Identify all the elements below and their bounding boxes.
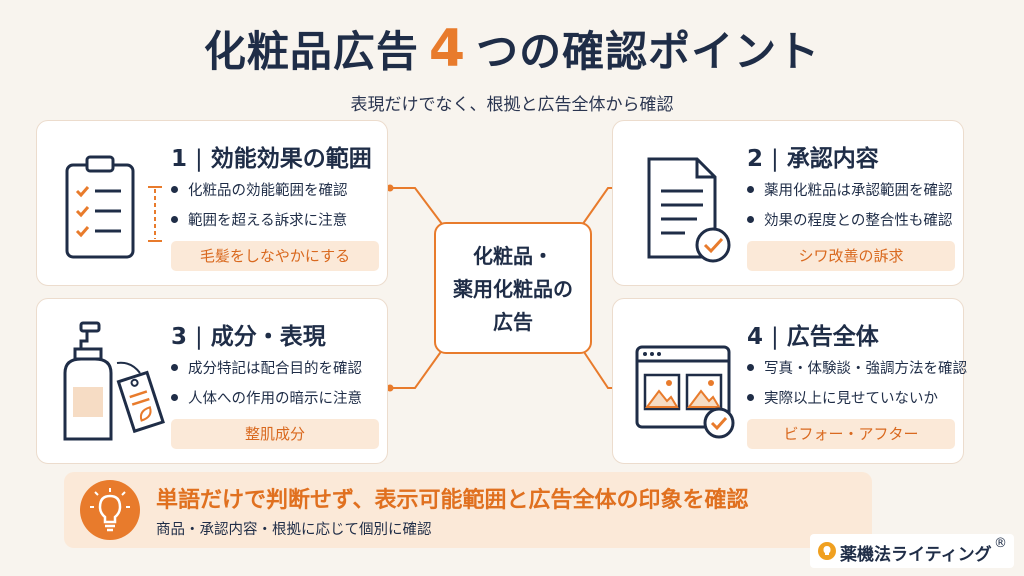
card-2-title: 2|承認内容: [747, 146, 879, 172]
brand-logo: 薬機法ライティング ®: [810, 534, 1014, 568]
brand-registered-mark: ®: [994, 536, 1007, 551]
list-item: 薬用化粧品は承認範囲を確認: [747, 179, 953, 200]
card-4: 4|広告全体 写真・体験談・強調方法を確認 実際以上に見せていないか ビフォー・…: [612, 298, 967, 464]
brand-bulb-icon: [818, 542, 836, 560]
list-item: 成分特記は配合目的を確認: [171, 357, 362, 378]
list-item: 写真・体験談・強調方法を確認: [747, 357, 967, 378]
card-3-title: 3|成分・表現: [171, 324, 326, 350]
card-1-title: 1|効能効果の範囲: [171, 146, 372, 172]
center-line-3: 広告: [493, 310, 533, 334]
title-pre: 化粧品広告: [203, 27, 419, 76]
list-item: 人体への作用の暗示に注意: [171, 387, 362, 408]
card-2-example-tag: シワ改善の訴求: [747, 241, 955, 271]
card-1-bullets: 化粧品の効能範囲を確認 範囲を超える訴求に注意: [171, 179, 348, 239]
center-line-2: 薬用化粧品の: [453, 277, 573, 301]
clipboard-checklist-icon: [65, 155, 162, 259]
list-item: 効果の程度との整合性も確認: [747, 209, 953, 230]
center-hub: 化粧品・ 薬用化粧品の 広告: [434, 222, 592, 354]
banner-main-text: 単語だけで判断せず、表示可能範囲と広告全体の印象を確認: [156, 488, 749, 513]
card-3: 3|成分・表現 成分特記は配合目的を確認 人体への作用の暗示に注意 整肌成分: [36, 298, 388, 464]
title-number: 4: [428, 19, 467, 79]
brand-name: 薬機法ライティング: [840, 545, 992, 565]
summary-banner: 単語だけで判断せず、表示可能範囲と広告全体の印象を確認 商品・承認内容・根拠に応…: [64, 472, 872, 548]
title-post: つの確認ポイント: [476, 27, 821, 76]
card-4-title: 4|広告全体: [747, 324, 879, 350]
list-item: 実際以上に見せていないか: [747, 387, 967, 408]
page-subtitle: 表現だけでなく、根拠と広告全体から確認: [350, 95, 674, 115]
list-item: 化粧品の効能範囲を確認: [171, 179, 348, 200]
banner-sub-text: 商品・承認内容・根拠に応じて個別に確認: [156, 522, 432, 538]
card-4-example-tag: ビフォー・アフター: [747, 419, 955, 449]
center-line-1: 化粧品・: [473, 244, 553, 268]
lightbulb-icon: [80, 480, 140, 540]
card-3-example-tag: 整肌成分: [171, 419, 379, 449]
card-4-bullets: 写真・体験談・強調方法を確認 実際以上に見せていないか: [747, 357, 967, 417]
card-1: 1|効能効果の範囲 化粧品の効能範囲を確認 範囲を超える訴求に注意 毛髪をしなや…: [36, 120, 388, 286]
document-check-icon: [647, 157, 731, 263]
bottle-tag-icon: [63, 321, 165, 441]
list-item: 範囲を超える訴求に注意: [171, 209, 348, 230]
card-1-example-tag: 毛髪をしなやかにする: [171, 241, 379, 271]
browser-images-icon: [635, 345, 735, 439]
card-2: 2|承認内容 薬用化粧品は承認範囲を確認 効果の程度との整合性も確認 シワ改善の…: [612, 120, 964, 286]
card-2-bullets: 薬用化粧品は承認範囲を確認 効果の程度との整合性も確認: [747, 179, 953, 239]
card-3-bullets: 成分特記は配合目的を確認 人体への作用の暗示に注意: [171, 357, 362, 417]
